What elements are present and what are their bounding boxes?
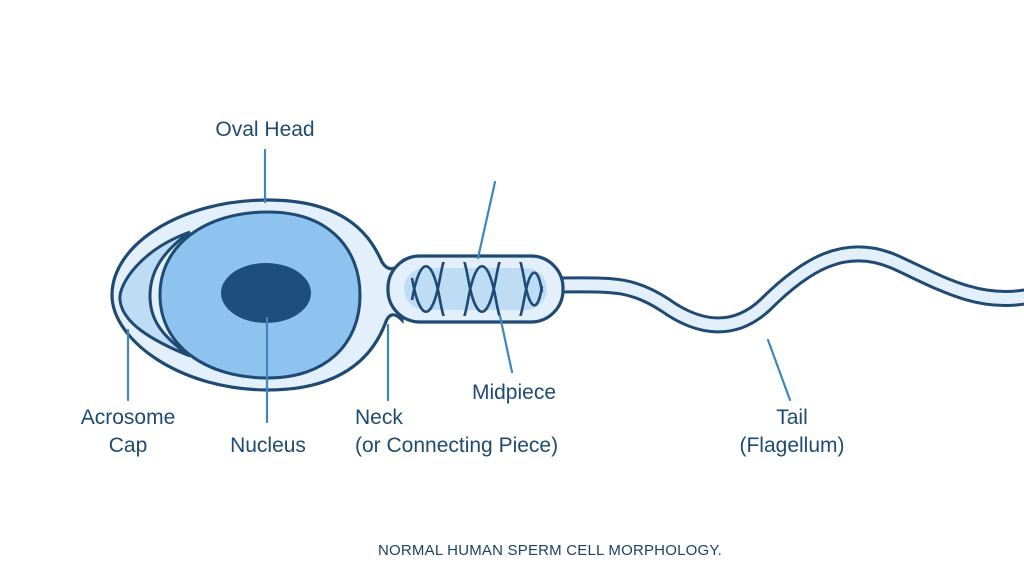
label-neck-sub: (or Connecting Piece) [355, 434, 558, 457]
tail-inner [549, 248, 1024, 331]
leader-midpiece-top [476, 180, 497, 260]
leader-tail [766, 338, 792, 402]
label-acrosome-cap: Cap [109, 434, 148, 457]
leader-midpiece-bottom [498, 314, 514, 374]
label-tail: Tail [776, 406, 808, 429]
label-tail-sub: (Flagellum) [739, 434, 844, 457]
midpiece-helix-a [410, 265, 544, 316]
label-acrosome: Acrosome [81, 406, 176, 429]
nucleus [221, 263, 311, 323]
label-neck: Neck [355, 406, 403, 429]
acrosome-cap [118, 230, 191, 358]
diagram-caption: NORMAL HUMAN SPERM CELL MORPHOLOGY. [378, 542, 722, 559]
label-nucleus: Nucleus [230, 434, 306, 457]
label-midpiece: Midpiece [472, 381, 556, 404]
midpiece-helix-b [410, 262, 544, 313]
label-oval-head: Oval Head [215, 118, 314, 141]
